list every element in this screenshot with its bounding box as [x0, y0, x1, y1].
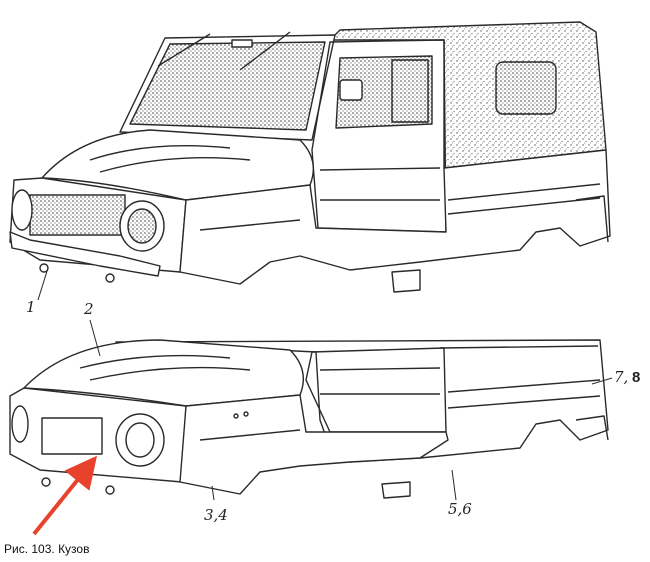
figure-caption: Рис. 103. Кузов: [4, 542, 90, 556]
callout-7: 7,: [614, 368, 629, 386]
front-grille: [29, 194, 126, 236]
lower-side-panel: [179, 394, 449, 495]
lower-vehicle-body: [9, 339, 609, 499]
side-mirror: [339, 79, 363, 101]
upper-vehicle-body: [9, 21, 611, 293]
callout-3-4: 3,4: [204, 506, 228, 524]
red-pointer-arrow: [32, 455, 98, 536]
callout-5-6: 5,6: [448, 500, 472, 518]
wiper-left: [157, 33, 211, 67]
cargo-bed: [115, 339, 609, 463]
callout-2: 2: [84, 300, 94, 318]
hood: [41, 129, 314, 201]
headlamp-left: [11, 189, 33, 231]
lower-headlamp-left: [11, 405, 29, 443]
lower-hood: [23, 339, 304, 407]
windscreen-glass: [129, 41, 326, 131]
callout-8: 8: [632, 369, 641, 386]
leader-lines: [37, 267, 613, 501]
wiper-right: [239, 31, 291, 71]
door-window: [335, 55, 433, 129]
side-panel: [179, 149, 611, 285]
grille-opening: [41, 417, 103, 455]
callout-1: 1: [26, 298, 36, 316]
front-bumper: [9, 231, 161, 277]
rear-side-window: [495, 61, 557, 115]
